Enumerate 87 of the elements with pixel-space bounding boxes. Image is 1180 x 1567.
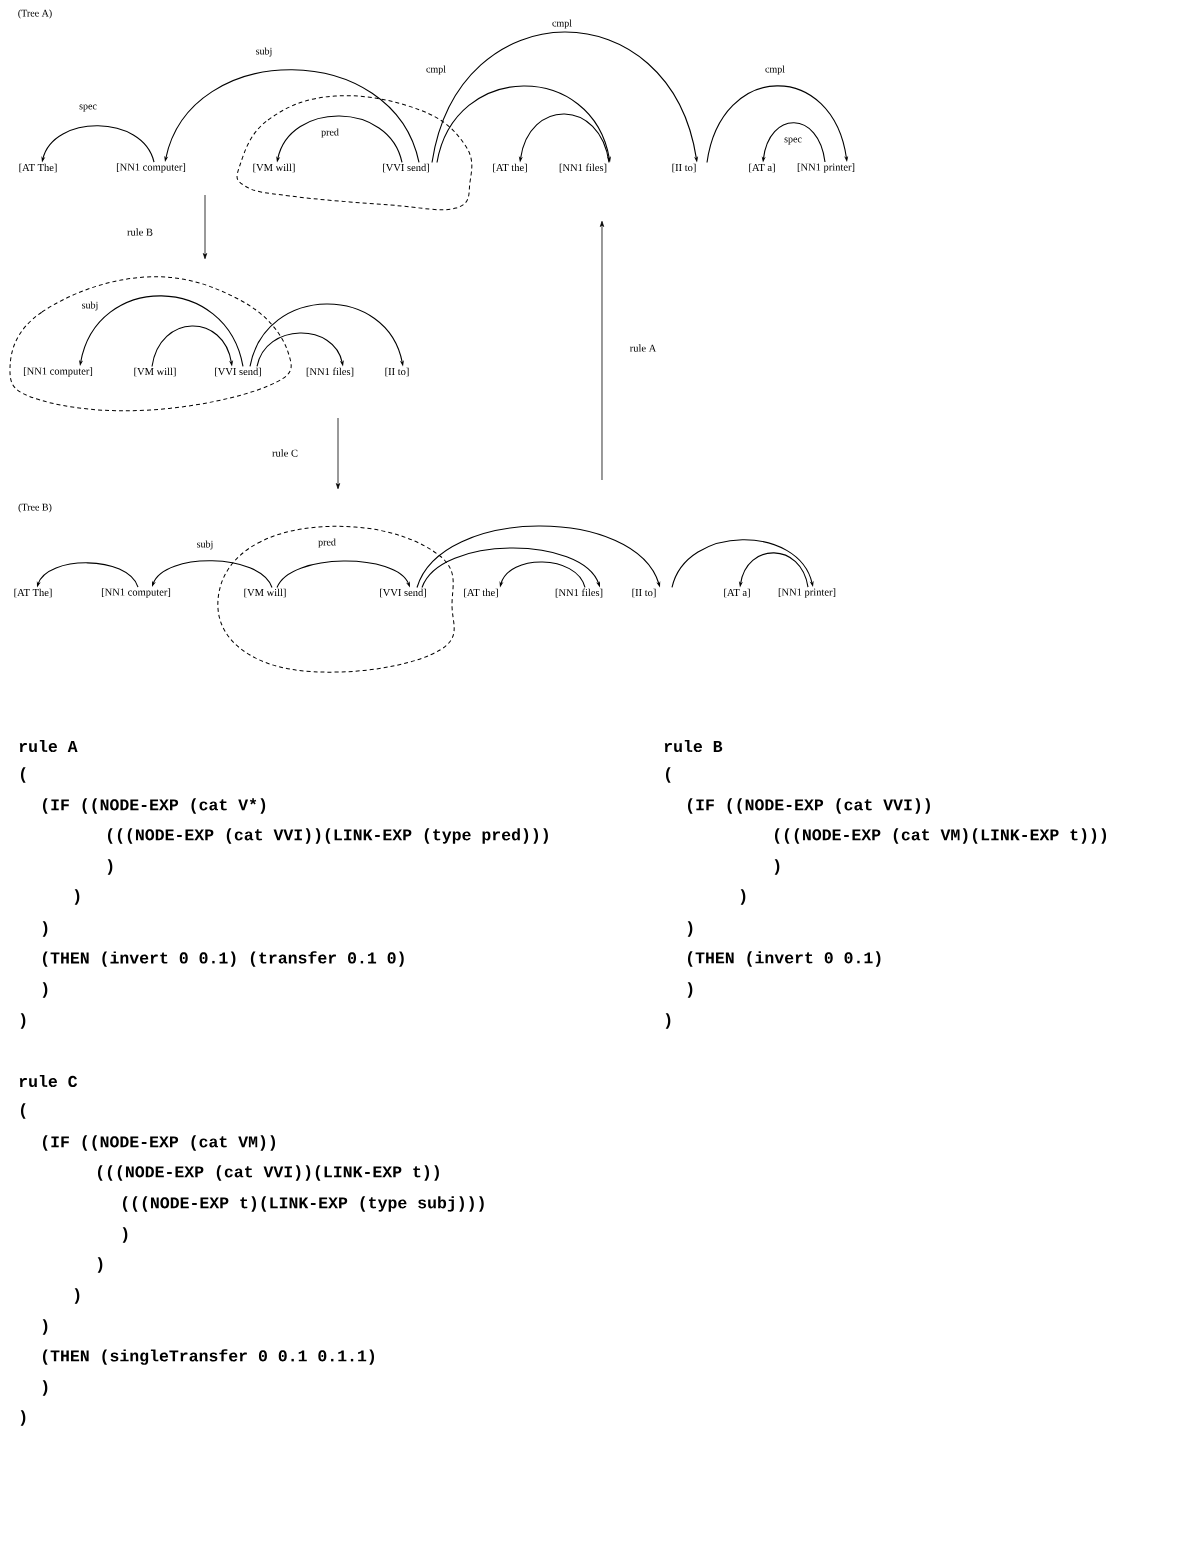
code-line: (((NODE-EXP t)(LINK-EXP (type subj))) xyxy=(123,1196,484,1212)
tagged-word: [VM will] xyxy=(253,163,295,173)
code-line: rule B xyxy=(664,739,723,753)
dependency-arc xyxy=(436,85,611,163)
code-line: ) xyxy=(122,1227,128,1243)
tagged-word: [II to] xyxy=(672,163,696,173)
arc-label: cmpl xyxy=(551,18,573,30)
code-line: (((NODE-EXP (cat VM)(LINK-EXP t))) xyxy=(775,828,1107,844)
tagged-word: [AT The] xyxy=(19,163,57,173)
rule-label: rule A xyxy=(629,344,657,352)
code-line: ) xyxy=(42,982,48,998)
code-line: ) xyxy=(74,1288,80,1304)
tagged-word: [AT the] xyxy=(464,588,498,598)
code-line: ) xyxy=(74,889,80,905)
rule-label: rule C xyxy=(272,449,298,457)
tagged-word: [AT the] xyxy=(493,163,527,173)
dependency-arc xyxy=(671,539,814,588)
arc-label: pred xyxy=(320,127,340,139)
arc-label: subj xyxy=(195,539,215,551)
tagged-word: [VVI send] xyxy=(383,163,429,173)
code-line: ) xyxy=(687,982,693,998)
dependency-arc xyxy=(706,85,849,163)
tagged-word: [II to] xyxy=(632,588,656,598)
dependency-arc xyxy=(41,125,155,163)
tagged-word: [NN1 computer] xyxy=(116,163,186,173)
dependency-arc xyxy=(164,69,420,163)
dependency-arc xyxy=(416,525,661,588)
tagged-word: [AT a] xyxy=(749,163,775,173)
dependency-arc xyxy=(249,303,404,368)
arc-label: subj xyxy=(80,300,100,312)
dependency-arc xyxy=(276,560,410,588)
dependency-arc xyxy=(431,31,699,163)
code-line: (((NODE-EXP (cat VVI))(LINK-EXP (type pred))) xyxy=(108,828,548,844)
code-line: ) xyxy=(42,921,48,937)
dependency-arc xyxy=(421,547,600,588)
tagged-word: [NN1 printer] xyxy=(797,163,855,173)
code-line: (IF ((NODE-EXP (cat VM)) xyxy=(43,1135,276,1151)
tagged-word: [AT The] xyxy=(14,588,52,598)
tagged-word: [NN1 files] xyxy=(306,367,354,377)
rule-label: rule B xyxy=(127,228,153,236)
code-line: ( xyxy=(21,767,26,783)
code-line: ) xyxy=(20,1410,26,1426)
code-line: (IF ((NODE-EXP (cat V*) xyxy=(43,798,266,814)
code-line: rule C xyxy=(19,1074,78,1088)
dependency-arc xyxy=(79,295,244,368)
dependency-arc xyxy=(276,115,403,163)
code-line: ) xyxy=(740,889,746,905)
code-line: ) xyxy=(20,1013,26,1029)
tagged-word: [VM will] xyxy=(134,367,176,377)
tagged-word: [VVI send] xyxy=(380,588,426,598)
arc-label: spec xyxy=(78,103,98,113)
arc-label: pred xyxy=(317,537,337,549)
tagged-word: [II to] xyxy=(385,367,409,377)
dependency-arc xyxy=(152,560,273,588)
arc-label: cmpl xyxy=(425,64,447,76)
tagged-word: [VVI send] xyxy=(215,367,261,377)
code-line: ) xyxy=(42,1380,48,1396)
dependency-arc xyxy=(36,562,139,588)
tree-label: (Tree B) xyxy=(18,503,52,513)
tagged-word: [NN1 computer] xyxy=(101,588,171,598)
code-line: ) xyxy=(665,1013,671,1029)
tagged-word: [NN1 printer] xyxy=(778,588,836,598)
arc-label: cmpl xyxy=(764,64,786,76)
tree-label: (Tree A) xyxy=(18,9,52,19)
tagged-word: [NN1 computer] xyxy=(23,367,93,377)
dependency-arc xyxy=(151,325,234,368)
code-line: ) xyxy=(687,921,693,937)
arc-label: spec xyxy=(783,136,803,146)
dependency-arc xyxy=(499,561,586,588)
code-line: ) xyxy=(774,859,780,875)
tagged-word: [NN1 files] xyxy=(559,163,607,173)
code-line: (IF ((NODE-EXP (cat VVI)) xyxy=(688,798,930,814)
code-line: ) xyxy=(97,1257,103,1273)
code-line: (THEN (invert 0 0.1) xyxy=(688,951,881,967)
code-line: rule A xyxy=(19,739,78,753)
tagged-word: [NN1 files] xyxy=(555,588,603,598)
code-line: ( xyxy=(21,1103,26,1119)
code-line: ) xyxy=(107,859,113,875)
tagged-word: [AT a] xyxy=(724,588,750,598)
tagged-word: [VM will] xyxy=(244,588,286,598)
code-line: ) xyxy=(42,1319,48,1335)
arc-label: subj xyxy=(254,46,274,58)
code-line: (((NODE-EXP (cat VVI))(LINK-EXP t)) xyxy=(98,1165,439,1181)
dependency-arc xyxy=(256,332,344,368)
code-line: ( xyxy=(666,767,671,783)
code-line: (THEN (singleTransfer 0 0.1 0.1.1) xyxy=(43,1349,375,1365)
code-line: (THEN (invert 0 0.1) (transfer 0.1 0) xyxy=(43,951,404,967)
